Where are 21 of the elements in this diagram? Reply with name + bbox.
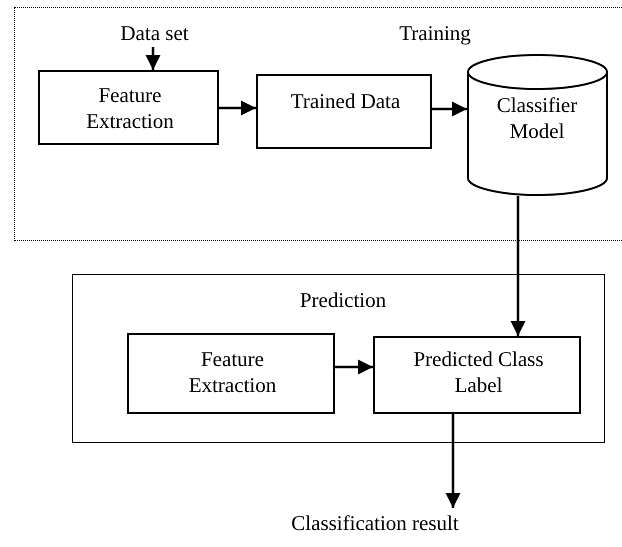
process-box — [256, 74, 432, 148]
arrow — [219, 100, 256, 116]
output-label: Classification result — [290, 510, 460, 536]
process-box — [38, 70, 218, 144]
arrow — [510, 196, 526, 336]
arrow — [146, 47, 160, 70]
box-label: Feature Extraction — [85, 82, 175, 134]
arrow — [446, 414, 460, 508]
process-box — [126, 332, 334, 414]
arrow — [432, 102, 467, 116]
prediction-panel — [72, 274, 605, 443]
box-label: Predicted Class Label — [412, 346, 545, 398]
training-panel — [14, 7, 622, 241]
box-label: Trained Data — [290, 88, 402, 114]
panel-title: Training — [398, 20, 472, 46]
input-label: Data set — [119, 20, 190, 46]
arrow — [335, 360, 373, 374]
box-label: Classifier Model — [496, 92, 578, 144]
process-box — [372, 336, 580, 414]
panel-title: Prediction — [298, 287, 388, 314]
box-label: Feature Extraction — [188, 346, 278, 398]
